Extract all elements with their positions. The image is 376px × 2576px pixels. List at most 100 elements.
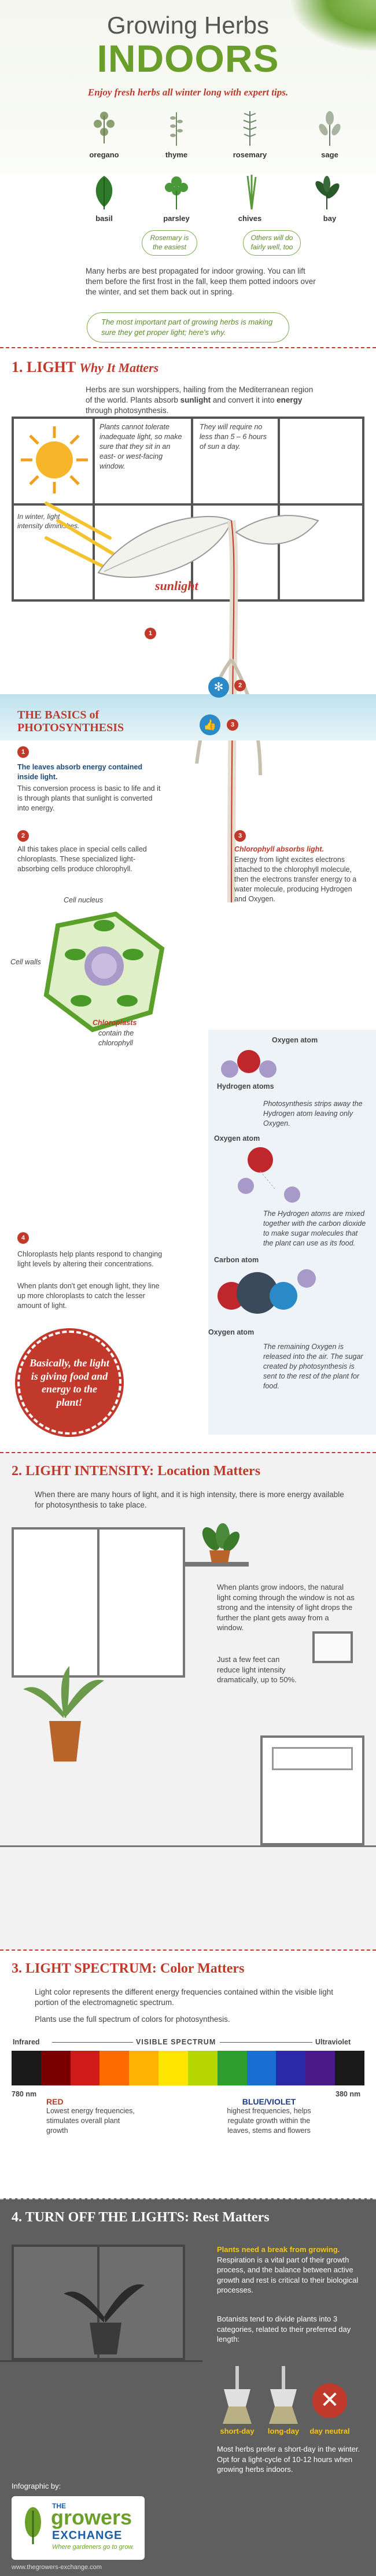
section3-heading: 3. LIGHT SPECTRUM: Color Matters [12,1961,244,1977]
step-marker-1: 1 [145,628,156,639]
section4-text-3: Most herbs prefer a short-day in the win… [217,2445,360,2474]
carbon-atom-label: Carbon atom [214,1256,259,1264]
brand-the: THE [52,2502,66,2510]
section4-heading: 4. TURN OFF THE LIGHTS: Rest Matters [12,2210,270,2225]
footer-url[interactable]: www.thegrowers-exchange.com [12,2564,102,2571]
molecule-note-3: The remaining Oxygen is released into th… [263,1343,363,1390]
red-title: RED [46,2097,64,2106]
section2-intro: When there are many hours of light, and … [35,1490,344,1510]
section3-title-rest: Color Matters [160,1961,245,1976]
window-plant-icon [202,1523,240,1563]
spectrum-swatch [276,2051,306,2085]
intro-tip-box [87,312,289,342]
step-marker-2: 2 [234,680,246,691]
title-line1: Growing Herbs [106,12,270,39]
blue-title: BLUE/VIOLET [242,2097,296,2106]
lamp-long-day-icon [269,2366,298,2424]
co2-molecule-icon [218,1269,316,1314]
step4-text2: When plants don't get enough light, they… [17,1282,160,1310]
water-molecule-icon [221,1050,277,1078]
hydrogen-atoms-label: Hydrogen atoms [217,1082,274,1090]
window-note-hours: They will require no less than 5 – 6 hou… [200,423,267,451]
dark-room-floor [0,2360,202,2362]
herb-row-2: basil parsley chives bay [0,174,376,243]
blue-info: BLUE/VIOLET highest frequencies, helps r… [220,2097,318,2136]
nm-left-label: 780 nm [12,2090,37,2098]
window-mullion-h1 [12,503,364,506]
brand-exchange: EXCHANGE [52,2529,123,2542]
section3-title: LIGHT SPECTRUM: [25,1961,157,1976]
herb-label-sage: sage [321,150,338,159]
window-mullion-v1 [93,417,95,602]
step-number-1: 1 [17,746,29,758]
room-window-mullion [97,1527,99,1678]
section4-number: 4. [12,2210,22,2225]
visible-spectrum-label: VISIBLE SPECTRUM [136,2038,216,2046]
visible-spectrum-bracket-right [220,2042,312,2043]
window-note-tolerate: Plants cannot tolerate inadequate light,… [99,423,182,470]
day-neutral-icon: ✕ [312,2383,347,2418]
spectrum-bar [12,2051,364,2085]
section4-text1: Respiration is a vital part of their gro… [217,2255,359,2295]
section2-note-1: When plants grow indoors, the natural li… [217,1583,355,1632]
molecule-note-2: The Hydrogen atoms are mixed together wi… [263,1210,366,1247]
spectrum-swatch [70,2051,100,2085]
basil-icon [95,176,113,209]
molecules-panel [208,1030,376,1435]
section2-divider [0,1452,376,1453]
section3-divider [0,1949,376,1951]
parsley-icon [165,176,188,209]
thyme-icon [170,112,183,146]
red-info: RED Lowest energy frequencies, stimulate… [46,2097,139,2136]
oxygen-atom-label-2: Oxygen atom [214,1134,260,1143]
section1-title-italic: Why It Matters [79,360,159,375]
section1-heading: 1. LIGHT Why It Matters [12,359,158,376]
section1-intro-sunlight: sunlight [180,396,211,405]
spectrum-swatch [99,2051,130,2085]
herb-label-chives: chives [238,214,262,223]
step1-text: This conversion process is basic to life… [17,784,161,812]
herb-label-rosemary: rosemary [233,150,267,159]
energy-icon-1: ✻ [208,677,229,698]
spectrum-swatch [217,2051,247,2085]
spectrum-swatch [335,2051,364,2085]
brand-leaf-icon [25,2507,41,2544]
section1-divider [0,347,376,348]
section4-title-rest: Rest Matters [192,2210,270,2225]
sun-rays [45,502,117,569]
oregano-icon [94,112,115,143]
section1-intro-c: and convert it into [211,396,277,405]
sunlight-label: sunlight [155,578,198,593]
cell-walls-label: Cell walls [10,958,41,966]
side-table [260,1735,364,1845]
section3-number: 3. [12,1961,22,1976]
step1-bold: The leaves absorb energy contained insid… [17,763,143,781]
step-number-2: 2 [17,830,29,842]
window-mullion-v3 [278,417,280,602]
section4-title: TURN OFF THE LIGHTS: [25,2210,189,2225]
section2-title-rest: Location Matters [157,1464,261,1479]
herb-label-basil: basil [95,214,113,223]
sun-icon [21,426,88,493]
step-number-4: 4 [17,1232,29,1244]
note-rosemary-easiest: Rosemary is the easiest [142,230,197,256]
step-marker-3: 3 [227,719,238,731]
spectrum-swatch [305,2051,336,2085]
lamp-label-long-day: long-day [267,2427,300,2435]
cell-nucleus-label: Cell nucleus [64,896,104,904]
dark-room-window-mullion [97,2245,99,2360]
page-title: Growing Herbs INDOORS [0,12,376,78]
infographic-by-label: Infographic by: [12,2482,61,2490]
oxygen-atom-label-3: Oxygen atom [208,1328,255,1336]
section2-note-2: Just a few feet can reduce light intensi… [217,1655,297,1685]
chloroplasts-sublabel: contain the chlorophyll [98,1029,134,1047]
intro-tip: The most important part of growing herbs… [101,318,273,337]
section1-intro: Herbs are sun worshippers, hailing from … [86,385,317,417]
step4-text: Chloroplasts help plants respond to chan… [17,1250,163,1268]
title-line2: INDOORS [97,37,279,80]
step-number-3: 3 [234,830,246,842]
section1-intro-energy: energy [277,396,303,405]
dark-room-plant-icon [64,2284,145,2354]
herb-label-oregano: oregano [89,150,119,159]
